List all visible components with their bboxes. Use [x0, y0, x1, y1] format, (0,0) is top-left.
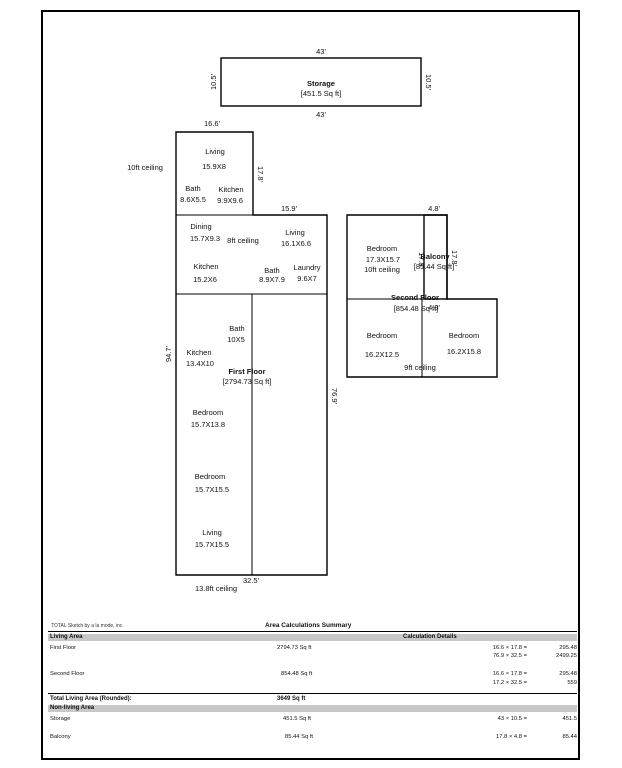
calc-expr: 17.2 × 32.5 = — [492, 680, 527, 686]
room-size: 16.1X6.6 — [281, 239, 311, 248]
calc-details-label: Calculation Details — [403, 634, 457, 640]
first-floor-dim-top-upper: 16.6' — [204, 119, 221, 128]
total-living-label: Total Living Area (Rounded): — [50, 696, 132, 702]
room-name: Bath — [264, 266, 279, 275]
calc-expr: 76.9 × 32.5 = — [492, 653, 527, 659]
row-area: 451.5 Sq ft — [283, 716, 312, 722]
room-size: 15.2X6 — [193, 275, 217, 284]
room-size: 9.6X7 — [297, 274, 317, 283]
row-name: Second Floor — [50, 671, 85, 677]
storage-outline — [220, 57, 422, 107]
nonliving-area-band — [48, 705, 577, 712]
first-floor-dim-top-lower: 15.9' — [281, 204, 298, 213]
room-size: 8.9X7.9 — [259, 275, 285, 284]
nonliving-area-label: Non-living Area — [50, 705, 95, 711]
balcony-area: [85.44 Sq ft] — [414, 262, 454, 271]
calc-expr: 16.6 × 17.8 = — [492, 671, 527, 677]
room-size: 15.7X9.3 — [190, 234, 220, 243]
row-area: 2794.73 Sq ft — [277, 645, 312, 651]
storage-dim-left: 10.5' — [209, 73, 218, 90]
ceiling-note: 8ft ceiling — [227, 236, 259, 245]
first-floor-dim-right-upper: 17.8' — [256, 166, 265, 183]
calc-value: 451.5 — [562, 716, 577, 722]
row-name: Storage — [50, 716, 71, 722]
room-name: Kitchen — [193, 262, 218, 271]
room-name: Kitchen — [218, 185, 243, 194]
second-floor-name: Second Floor — [391, 293, 439, 302]
balcony-dim-right: 17.8' — [450, 250, 459, 267]
storage-dim-bottom: 43' — [316, 110, 326, 119]
calc-value: 2499.25 — [556, 653, 577, 659]
summary-title: Area Calculations Summary — [265, 622, 352, 629]
storage-dim-right: 10.5' — [424, 74, 433, 91]
divider — [48, 631, 577, 632]
room-name: Laundry — [293, 263, 320, 272]
first-floor-dim-left: 94.7' — [164, 345, 173, 362]
room-size: 15.7X15.5 — [195, 540, 229, 549]
room-size: 9.9X9.6 — [217, 196, 243, 205]
second-floor-area: [854.48 Sq ft] — [394, 304, 439, 313]
first-floor-dim-bottom: 32.5' — [243, 576, 260, 585]
balcony-dim-left: 17.8' — [417, 252, 426, 269]
floor-plan: Storage [451.5 Sq ft] 43' 43' 10.5' 10.5… — [127, 47, 498, 593]
room-name: Bath — [185, 184, 200, 193]
balcony-outline — [423, 214, 448, 300]
room-name: Bedroom — [195, 472, 225, 481]
storage-area: [451.5 Sq ft] — [301, 89, 341, 98]
calc-expr: 17.8 × 4.8 = — [496, 734, 527, 740]
row-area: 854.48 Sq ft — [281, 671, 313, 677]
first-floor-dim-right: 76.9' — [330, 388, 339, 405]
area-summary: TOTAL Sketch by a la mode, inc. Area Cal… — [45, 621, 577, 755]
room-size: 10X5 — [227, 335, 245, 344]
ceiling-note: 10ft ceiling — [127, 163, 163, 172]
first-floor-name: First Floor — [228, 367, 265, 376]
room-name: Bedroom — [193, 408, 223, 417]
room-size: 13.4X10 — [186, 359, 214, 368]
living-area-label: Living Area — [50, 634, 83, 640]
first-floor-area: [2794.73 Sq ft] — [223, 377, 272, 386]
calc-expr: 16.6 × 17.8 = — [492, 645, 527, 651]
room-size: 17.3X15.7 — [366, 255, 400, 264]
first-floor-outline — [175, 131, 328, 576]
room-name: Living — [202, 528, 222, 537]
room-size: 15.7X13.8 — [191, 420, 225, 429]
calc-value: 559 — [567, 680, 577, 686]
living-area-band — [48, 634, 577, 641]
room-name: Dining — [190, 222, 211, 231]
room-size: 15.9X8 — [202, 162, 226, 171]
room-name: Kitchen — [186, 348, 211, 357]
room-size: 16.2X12.5 — [365, 350, 399, 359]
row-name: First Floor — [50, 645, 77, 651]
room-name: Living — [285, 228, 305, 237]
ceiling-note: 9ft ceiling — [404, 363, 436, 372]
software-credit: TOTAL Sketch by a la mode, inc. — [51, 623, 124, 629]
storage-name: Storage — [307, 79, 335, 88]
room-name: Living — [205, 147, 225, 156]
ceiling-note: 13.8ft ceiling — [195, 584, 237, 593]
balcony-name: Balcony — [420, 252, 450, 261]
ceiling-note: 10ft ceiling — [364, 265, 400, 274]
calc-value: 295.48 — [559, 645, 577, 651]
calc-value: 295.48 — [559, 671, 577, 677]
row-name: Balcony — [50, 734, 71, 740]
calc-expr: 43 × 10.5 = — [497, 716, 527, 722]
balcony-dim-bottom: 4.8' — [428, 303, 440, 312]
row-area: 85.44 Sq ft — [285, 734, 314, 740]
balcony-dim-top: 4.8' — [428, 204, 440, 213]
storage-dim-top: 43' — [316, 47, 326, 56]
calc-value: 85.44 — [562, 734, 577, 740]
total-living-value: 3649 Sq ft — [277, 696, 306, 702]
room-size: 15.7X15.5 — [195, 485, 229, 494]
room-size: 8.6X5.5 — [180, 195, 206, 204]
room-name: Bath — [229, 324, 244, 333]
room-name: Bedroom — [367, 244, 397, 253]
room-name: Bedroom — [449, 331, 479, 340]
room-size: 16.2X15.8 — [447, 347, 481, 356]
room-name: Bedroom — [367, 331, 397, 340]
divider — [48, 693, 577, 694]
